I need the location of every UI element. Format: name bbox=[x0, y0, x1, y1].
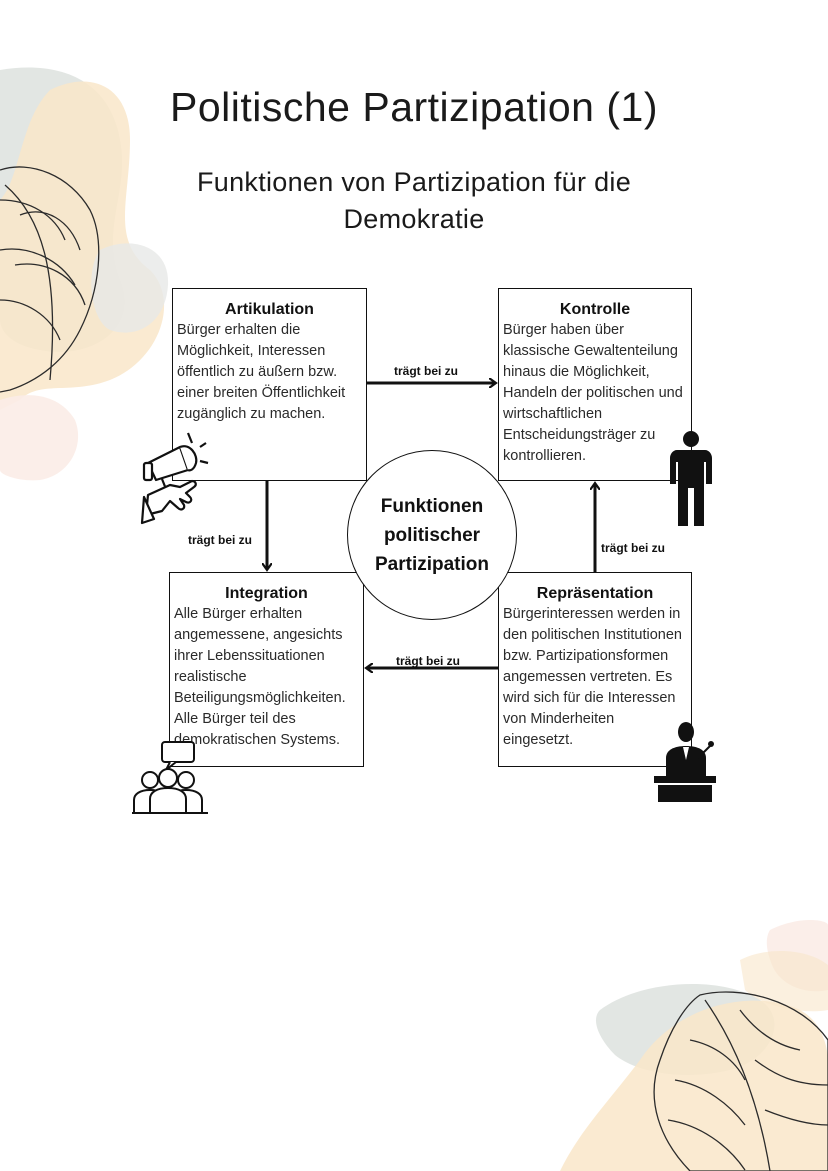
center-label: Funktionen politischer Partizipation bbox=[374, 495, 489, 575]
arrow-label-art-kon: trägt bei zu bbox=[394, 364, 459, 378]
standing-person-icon bbox=[670, 431, 712, 526]
box-text: Alle Bürger erhalten angemessene, angesi… bbox=[174, 606, 346, 748]
speaker-podium-icon bbox=[654, 722, 716, 802]
group-speech-icon bbox=[132, 741, 208, 814]
arrow-label-rep-int: trägt bei zu bbox=[396, 654, 461, 668]
box-text: Bürgerinteressen werden in den politisch… bbox=[503, 606, 682, 748]
box-kontrolle: Kontrolle Bürger haben über klassische G… bbox=[498, 288, 692, 481]
top-left-blobs bbox=[0, 67, 169, 481]
box-repraesentation: Repräsentation Bürgerinteressen werden i… bbox=[498, 572, 692, 767]
box-title: Artikulation bbox=[225, 301, 314, 318]
box-integration: Integration Alle Bürger erhalten angemes… bbox=[169, 572, 364, 767]
center-circle: Funktionen politischer Partizipation bbox=[347, 450, 517, 620]
box-artikulation: Artikulation Bürger erhalten die Möglich… bbox=[172, 288, 367, 481]
bottom-right-leaf bbox=[653, 991, 828, 1171]
page-subtitle: Funktionen von Partizipation für die Dem… bbox=[196, 167, 632, 234]
box-title: Repräsentation bbox=[536, 585, 654, 602]
arrow-label-art-int: trägt bei zu bbox=[188, 533, 253, 547]
box-text: Bürger haben über klassische Gewaltentei… bbox=[503, 322, 683, 464]
page-title: Politische Partizipation (1) bbox=[170, 84, 658, 130]
box-title: Kontrolle bbox=[559, 301, 631, 318]
box-text: Bürger erhalten die Möglichkeit, Interes… bbox=[177, 322, 346, 422]
box-title: Integration bbox=[225, 585, 308, 602]
top-left-leaf bbox=[0, 166, 100, 393]
megaphone-icon bbox=[140, 432, 209, 525]
arrow-label-rep-kon: trägt bei zu bbox=[601, 541, 666, 555]
